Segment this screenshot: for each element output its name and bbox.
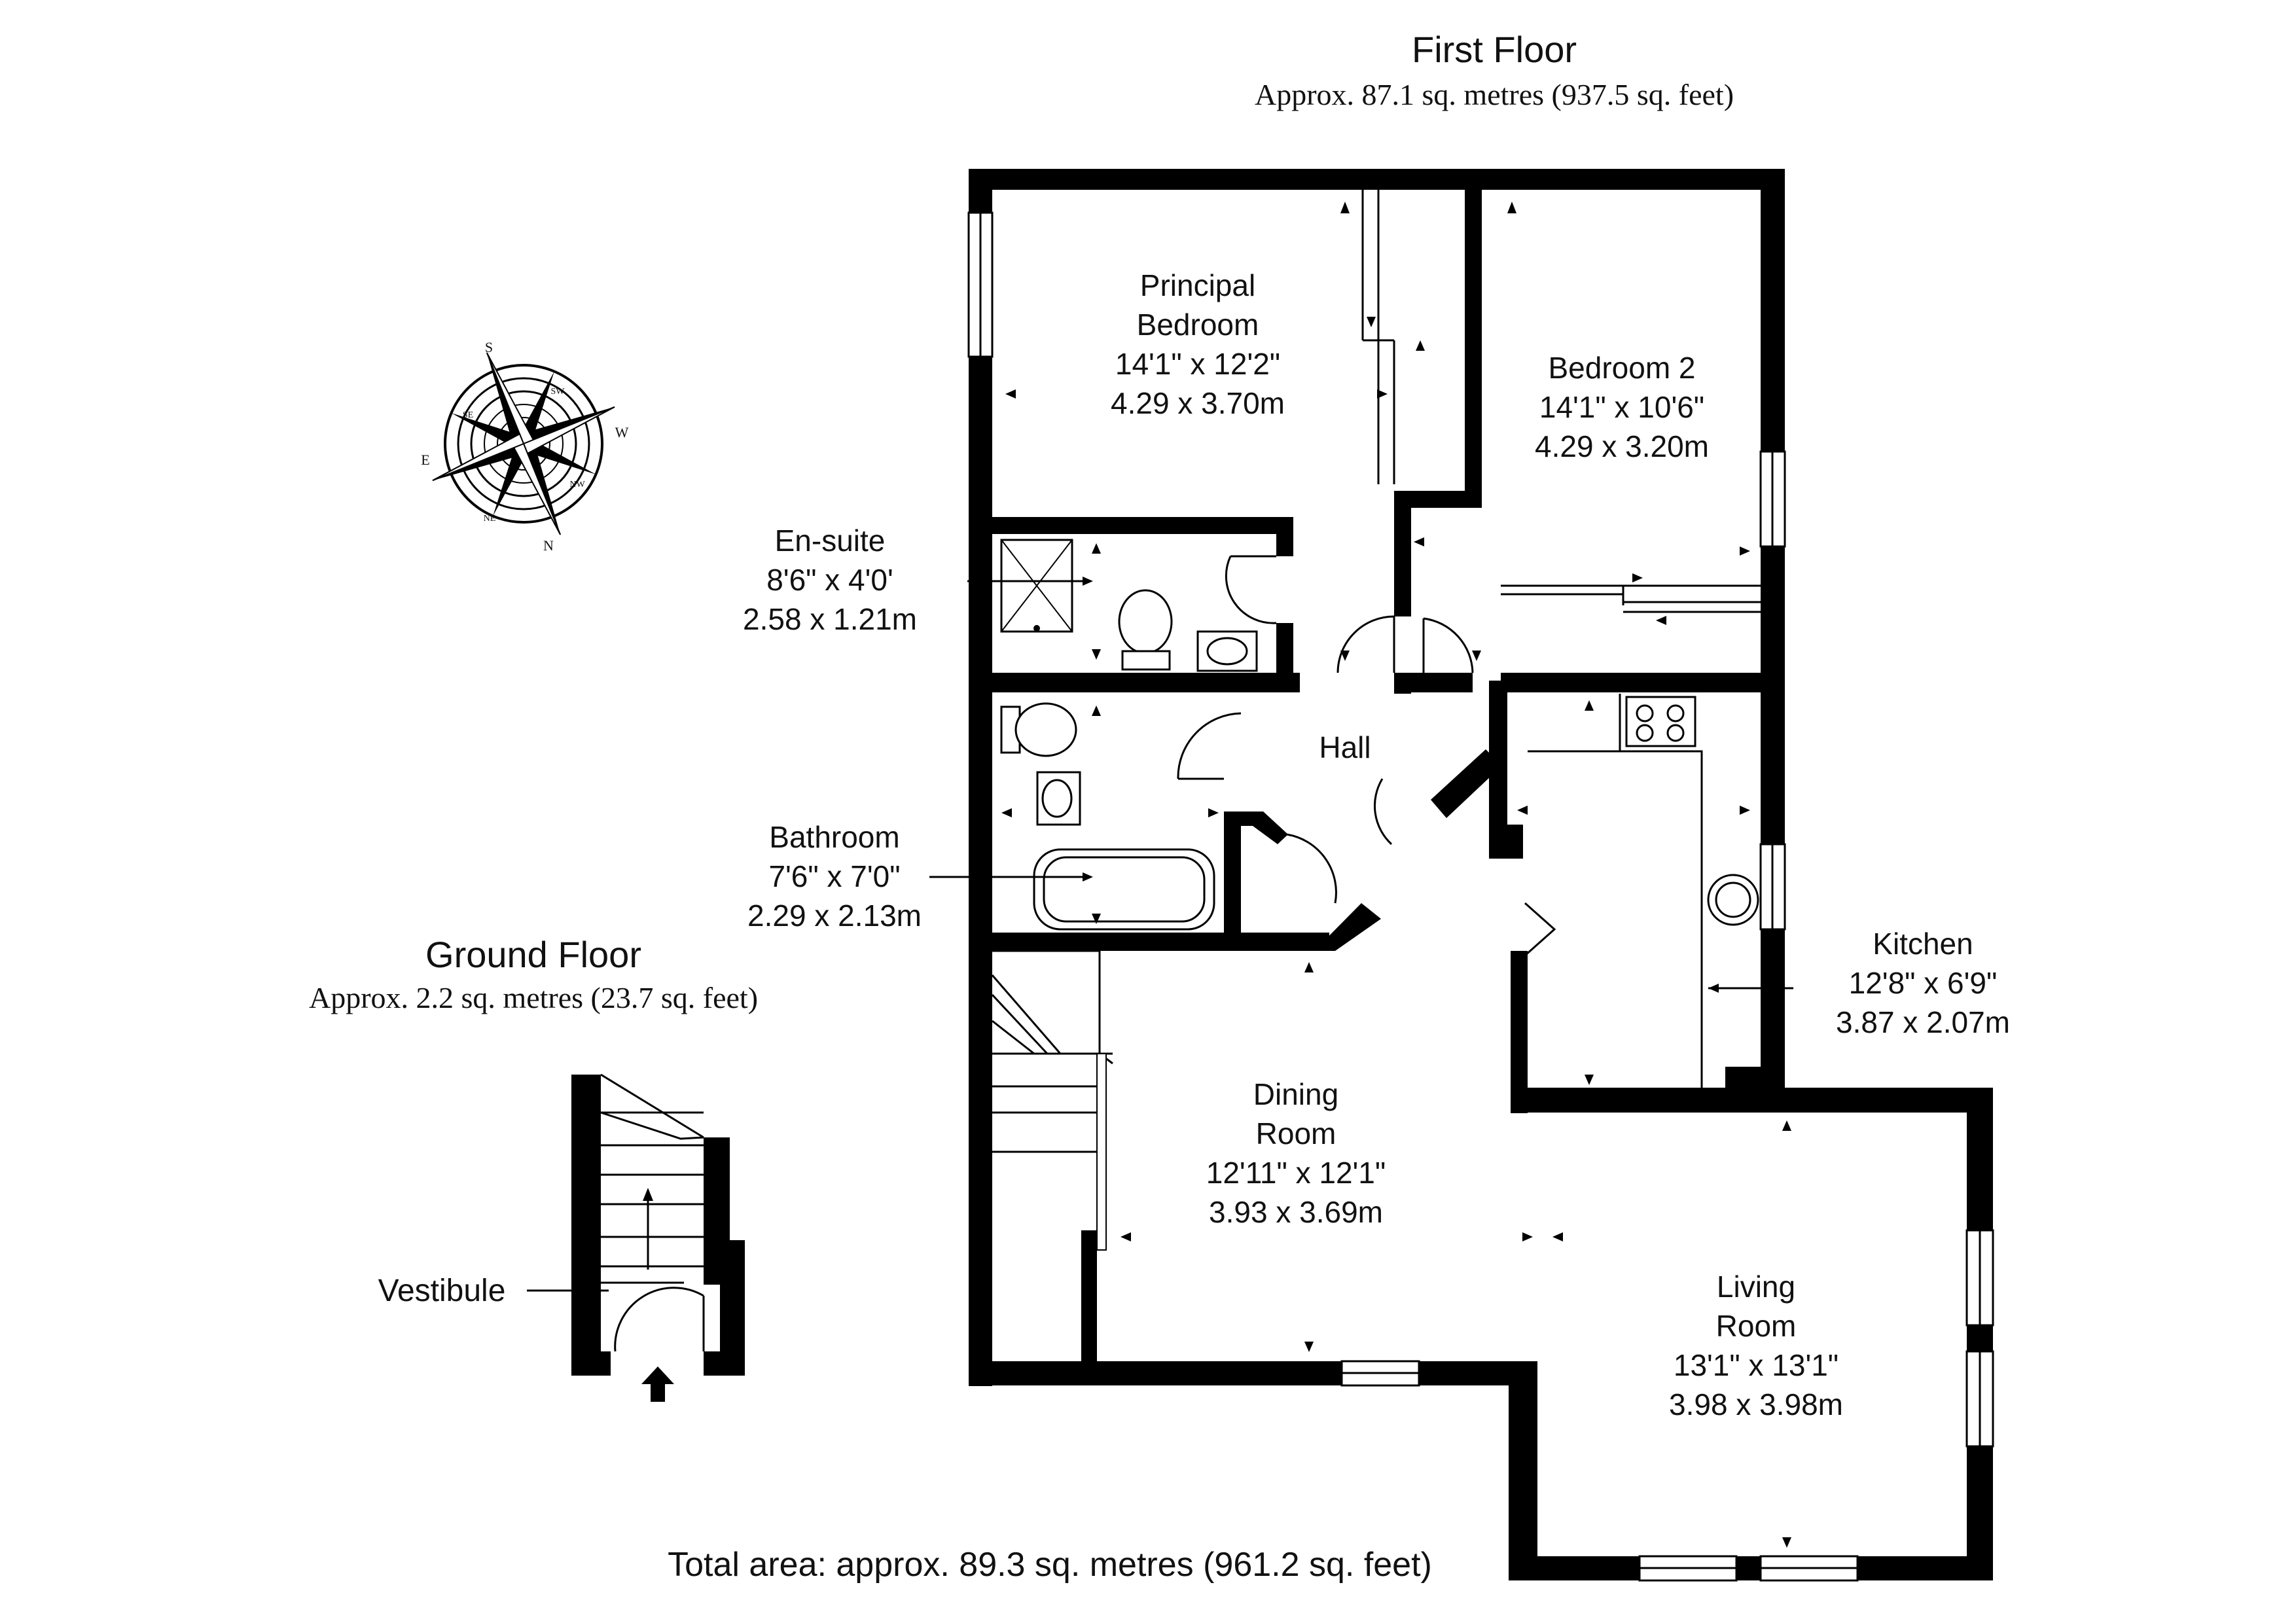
first-floor-title: First Floor xyxy=(1412,29,1577,70)
ensuite-metric: 2.58 x 1.21m xyxy=(743,602,917,636)
stairs xyxy=(991,950,1113,1251)
room-bedroom-2: Bedroom 2 14'1" x 10'6" 4.29 x 3.20m xyxy=(1535,351,1709,463)
kitchen-imperial: 12'8" x 6'9" xyxy=(1849,966,1998,1000)
bathroom-toilet-icon xyxy=(1000,702,1077,757)
principal-name-2: Bedroom xyxy=(1137,308,1259,342)
entrance-arrow-icon xyxy=(641,1366,674,1402)
kitchen-metric: 3.87 x 2.07m xyxy=(1836,1005,2010,1039)
ground-floor-area: Approx. 2.2 sq. metres (23.7 sq. feet) xyxy=(309,981,758,1014)
room-living-room: Living Room 13'1" x 13'1" 3.98 x 3.98m xyxy=(1669,1270,1843,1421)
doors xyxy=(1177,555,1556,957)
room-hall: Hall xyxy=(1319,730,1371,764)
principal-wardrobe xyxy=(1361,190,1395,484)
living-name-2: Room xyxy=(1716,1309,1797,1343)
kitchen-name: Kitchen xyxy=(1873,927,1973,961)
first-floor-area: Approx. 87.1 sq. metres (937.5 sq. feet) xyxy=(1255,78,1734,111)
dining-metric: 3.93 x 3.69m xyxy=(1209,1195,1383,1229)
room-kitchen: Kitchen 12'8" x 6'9" 3.87 x 2.07m xyxy=(1836,927,2010,1039)
washing-machine-icon xyxy=(1707,874,1759,926)
ensuite-basin-icon xyxy=(1196,630,1258,672)
kitchen-worktop xyxy=(1528,694,1703,1094)
bedroom2-imperial: 14'1" x 10'6" xyxy=(1539,390,1704,424)
ground-floor-plan: Vestibule xyxy=(378,1073,745,1402)
principal-name-1: Principal xyxy=(1140,268,1255,302)
room-principal-bedroom: Principal Bedroom 14'1" x 12'2" 4.29 x 3… xyxy=(1111,268,1285,420)
compass-e: E xyxy=(421,452,429,468)
hall-name: Hall xyxy=(1319,730,1371,764)
internal-walls xyxy=(992,190,1785,1385)
total-area: Total area: approx. 89.3 sq. metres (961… xyxy=(668,1546,1432,1584)
vestibule-stairs xyxy=(601,1111,704,1284)
compass-nw: NW xyxy=(569,480,585,490)
dining-imperial: 12'11" x 12'1" xyxy=(1206,1156,1386,1190)
windows xyxy=(967,211,1994,1582)
compass-n: N xyxy=(543,537,554,554)
compass-se: SE xyxy=(463,410,473,420)
compass-w: W xyxy=(615,424,629,440)
bathroom-name: Bathroom xyxy=(769,820,899,854)
bedroom2-name: Bedroom 2 xyxy=(1548,351,1695,385)
dimension-arrows xyxy=(1001,202,1791,1548)
room-dining-room: Dining Room 12'11" x 12'1" 3.93 x 3.69m xyxy=(1206,1077,1386,1229)
bathroom-basin-icon xyxy=(1036,771,1081,826)
bathroom-metric: 2.29 x 2.13m xyxy=(747,899,922,933)
living-name-1: Living xyxy=(1717,1270,1795,1304)
compass-rose-icon: S SW W NW N NE E SE xyxy=(421,339,629,554)
bedroom2-wardrobe xyxy=(1501,584,1761,613)
room-bathroom: Bathroom 7'6" x 7'0" 2.29 x 2.13m xyxy=(747,820,922,933)
ensuite-shower-icon xyxy=(1000,539,1073,633)
vestibule-name: Vestibule xyxy=(378,1274,506,1308)
ensuite-toilet-icon xyxy=(1118,589,1173,671)
principal-metric: 4.29 x 3.70m xyxy=(1111,386,1285,420)
ensuite-imperial: 8'6" x 4'0' xyxy=(766,563,893,597)
compass-sw: SW xyxy=(551,387,565,397)
bath-icon xyxy=(1033,848,1215,931)
dining-name-2: Room xyxy=(1256,1116,1336,1150)
living-imperial: 13'1" x 13'1" xyxy=(1674,1348,1839,1382)
ensuite-name: En-suite xyxy=(775,524,886,558)
compass-s: S xyxy=(485,339,493,355)
ground-floor-title: Ground Floor xyxy=(425,934,641,975)
hob-icon xyxy=(1625,696,1696,747)
compass-ne: NE xyxy=(484,514,496,524)
bathroom-imperial: 7'6" x 7'0" xyxy=(768,859,900,893)
bedroom2-metric: 4.29 x 3.20m xyxy=(1535,429,1709,463)
principal-imperial: 14'1" x 12'2" xyxy=(1115,347,1280,381)
dining-name-1: Dining xyxy=(1253,1077,1338,1111)
living-metric: 3.98 x 3.98m xyxy=(1669,1387,1843,1421)
room-ensuite: En-suite 8'6" x 4'0' 2.58 x 1.21m xyxy=(743,524,917,636)
